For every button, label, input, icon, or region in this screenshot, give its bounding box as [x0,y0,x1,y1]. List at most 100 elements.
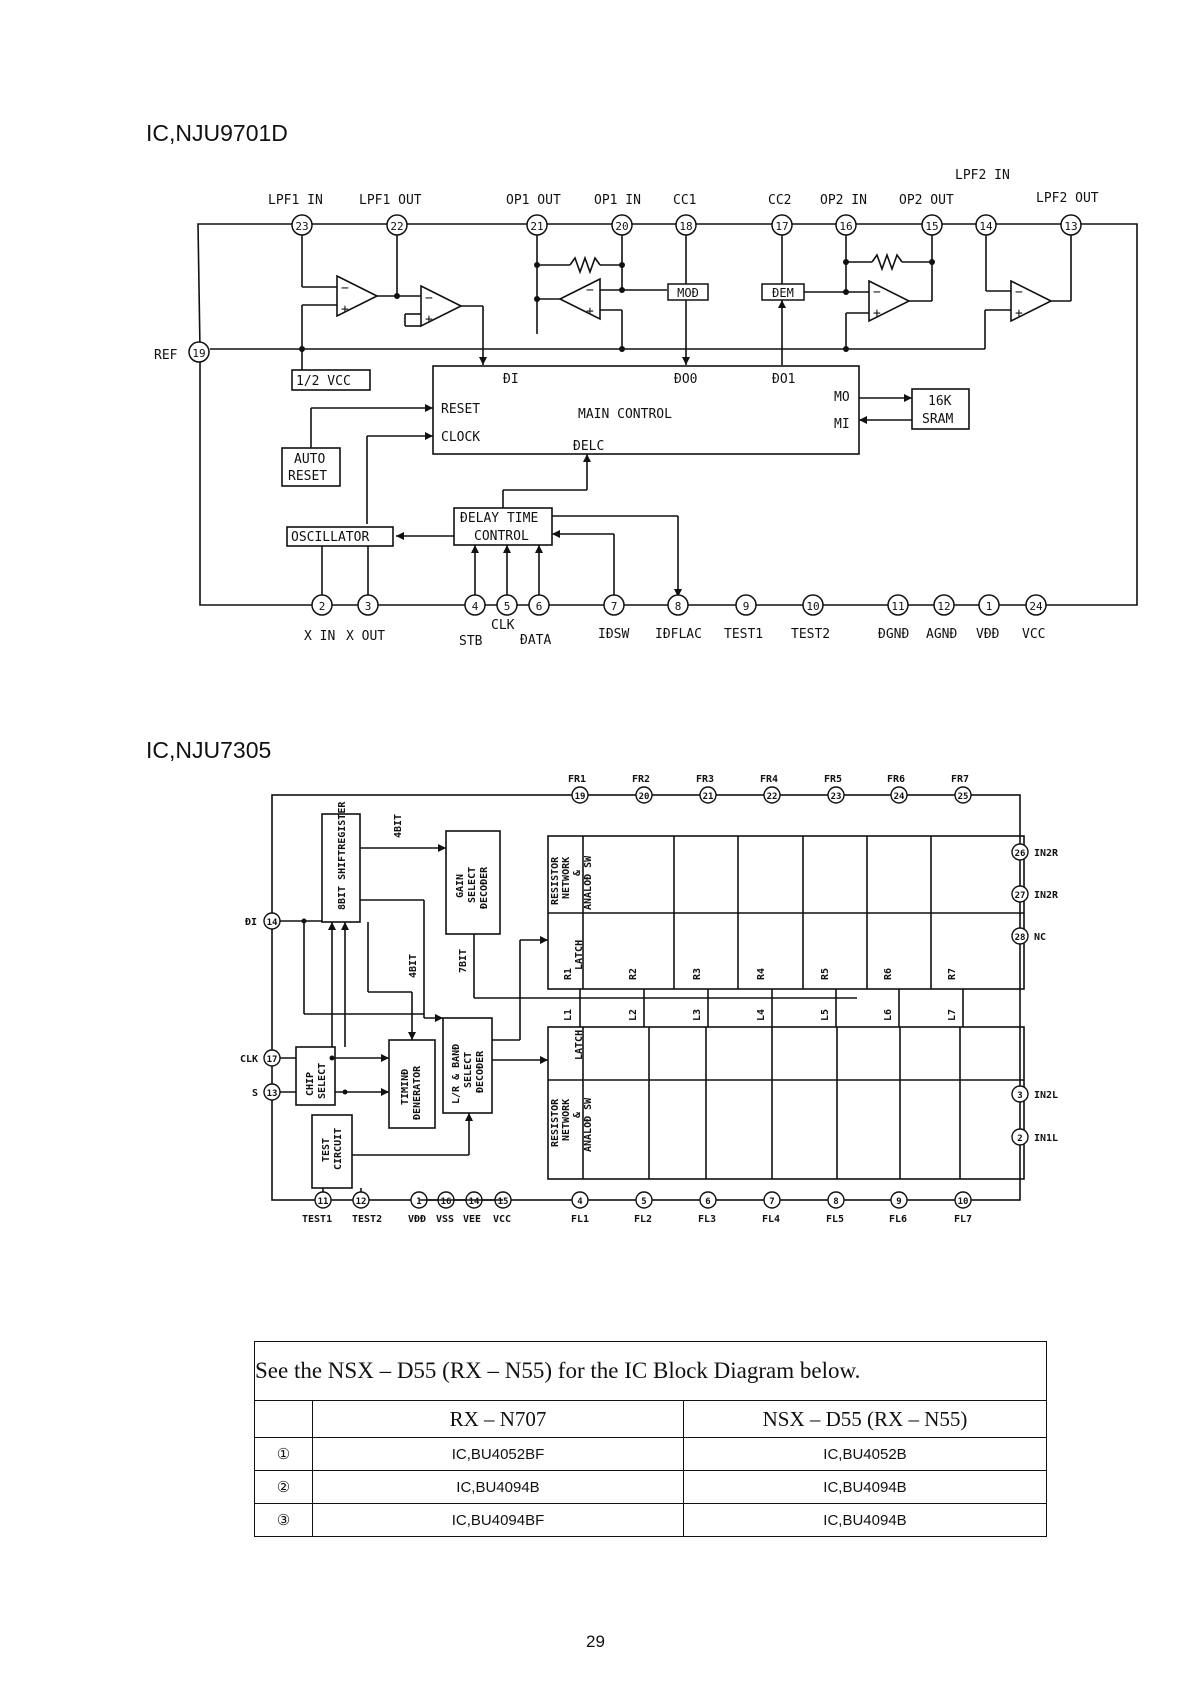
svg-text:CC1: CC1 [673,193,696,208]
svg-text:10: 10 [958,1197,969,1207]
table-heading: See the NSX – D55 (RX – N55) for the IC … [254,1341,1047,1401]
ic2-title: IC,NJU7305 [146,737,272,763]
ic2-block-diagram: 8BIT SHIFTREGISTER 4BIT 4BIT 7BIT GAIN S… [240,774,1059,1225]
r-label: R6 [883,968,894,980]
svg-text:IN2R: IN2R [1034,848,1059,859]
r-label: R1 [563,968,574,980]
do0-label: ÐO0 [674,372,697,387]
svg-text:FR5: FR5 [824,774,842,785]
column-header: NSX – D55 (RX – N55) [683,1400,1047,1438]
pin-idflac: 8 IÐFLAC [655,594,702,642]
r-label: R2 [628,968,639,980]
pin-data: 6 ÐATA [520,594,551,648]
latch-block: LATCH [574,1030,585,1060]
svg-text:3: 3 [365,600,372,613]
column-header: RX – N707 [312,1400,684,1438]
svg-text:13: 13 [1064,220,1077,233]
svg-text:LPF2 OUT: LPF2 OUT [1036,191,1099,206]
pin-op1-in: 20 OP1 IN [594,193,641,236]
svg-text:15: 15 [498,1197,509,1207]
svg-text:11: 11 [891,600,904,613]
svg-text:25: 25 [958,792,969,802]
ic1-title: IC,NJU9701D [146,120,288,146]
svg-text:26: 26 [1015,849,1026,859]
chip-select-block: CHIP SELECT [305,1063,328,1099]
svg-text:ÐI: ÐI [245,917,257,928]
pin-lpf1-out: 22 LPF1 OUT [359,193,422,236]
svg-text:&: & [572,1111,583,1118]
pin-vcc: 24 VCC [1022,594,1047,642]
svg-text:REF: REF [154,348,178,363]
svg-text:FR6: FR6 [887,774,905,785]
svg-text:CLK: CLK [491,618,515,633]
l-label: L3 [692,1009,703,1021]
l-label: L6 [883,1009,894,1021]
svg-text:FL6: FL6 [889,1214,907,1225]
svg-text:18: 18 [679,220,692,233]
svg-text:−: − [1015,285,1023,300]
bits-7-label: 7BIT [458,949,469,973]
svg-text:FR3: FR3 [696,774,714,785]
pin-agnd: 12 AGNÐ [926,594,957,642]
pin-dgnd: 11 ÐGNÐ [878,594,909,642]
svg-text:17: 17 [267,1055,278,1065]
svg-text:AGNÐ: AGNÐ [926,627,957,642]
table-row: ③ IC,BU4094BF IC,BU4094B [254,1503,1047,1537]
pin-cc1: 18 CC1 [673,193,697,236]
delc-label: ÐELC [573,439,604,454]
di-label: ÐI [503,372,519,387]
svg-text:ANALOÐ SW: ANALOÐ SW [583,855,594,910]
pin-lpf2-in: 14 LPF2 IN [955,168,1010,236]
svg-text:+: + [1015,306,1023,321]
table-cell: IC,BU4094B [683,1470,1047,1504]
svg-text:ANALOÐ SW: ANALOÐ SW [583,1097,594,1152]
mo-label: MO [834,390,850,405]
svg-text:4: 4 [472,600,479,613]
svg-text:2: 2 [1017,1134,1022,1144]
main-control-block: MAIN CONTROL [578,407,672,422]
table-row: ① IC,BU4052BF IC,BU4052B [254,1437,1047,1471]
svg-text:8: 8 [675,600,682,613]
svg-text:VÐÐ: VÐÐ [408,1214,426,1225]
pin-di: 14 ÐI [245,912,281,930]
svg-text:24: 24 [894,792,905,802]
svg-text:TEST1: TEST1 [724,627,763,642]
table-cell: IC,BU4094B [312,1470,684,1504]
svg-text:+: + [873,306,881,321]
svg-text:FL3: FL3 [698,1214,716,1225]
pin-lpf2-out: 13 LPF2 OUT [1036,191,1099,236]
resistor-network-block: RESISTOR NETWORK & ANALOÐ SW [550,855,594,910]
pin-cc2: 17 CC2 [768,193,793,236]
svg-text:IN2L: IN2L [1034,1090,1058,1101]
mi-label: MI [834,417,850,432]
shift-register-block: 8BIT SHIFTREGISTER [337,801,348,910]
svg-text:NETWORK: NETWORK [561,1099,572,1141]
svg-text:−: − [425,291,433,306]
r-label: R4 [756,968,767,980]
svg-text:3: 3 [1017,1091,1022,1101]
svg-text:−: − [341,281,349,296]
svg-text:VCC: VCC [493,1214,511,1225]
svg-text:IÐSW: IÐSW [598,627,629,642]
l-label: L7 [947,1009,958,1021]
svg-text:14: 14 [267,918,278,928]
svg-text:20: 20 [639,792,650,802]
svg-text:+: + [425,312,433,327]
pin-lpf1-in: 23 LPF1 IN [268,193,323,236]
svg-text:12: 12 [356,1197,367,1207]
svg-text:TEST: TEST [321,1138,332,1162]
pin-ref: 19 REF [154,341,210,363]
row-marker: ③ [254,1503,313,1537]
delay-time-block: ÐELAY TIME [460,511,538,526]
